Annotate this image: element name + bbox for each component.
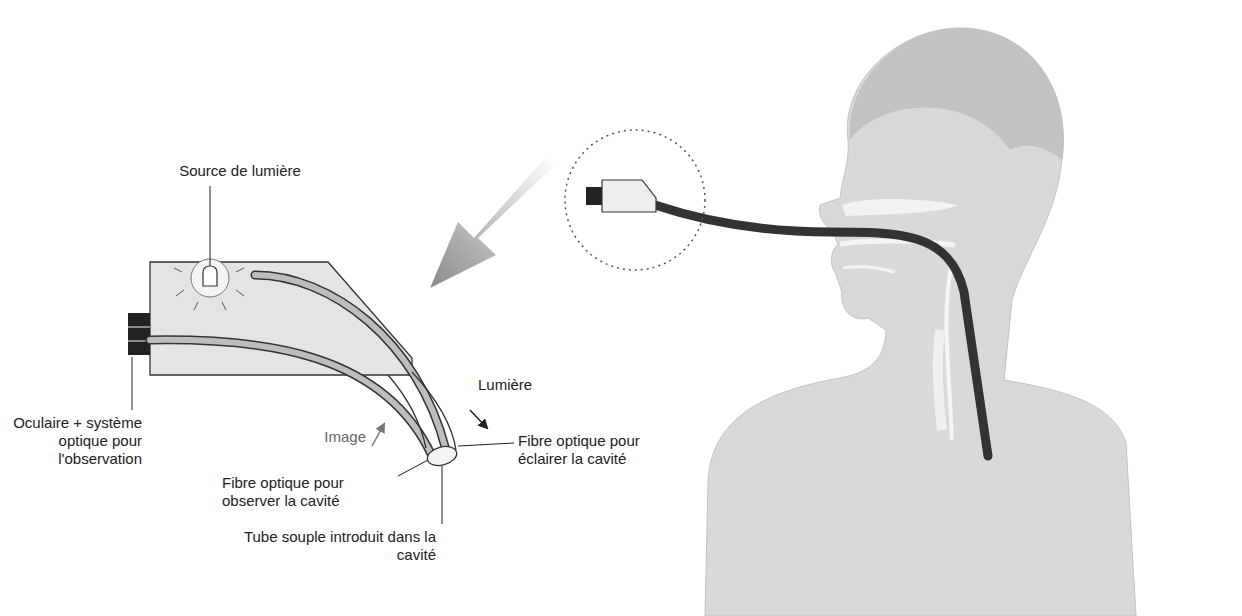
tube-tip bbox=[425, 443, 459, 468]
light-source bbox=[174, 259, 244, 310]
part-label: Source de lumière bbox=[150, 162, 330, 180]
zoom-arrow bbox=[430, 158, 555, 288]
image-arrow bbox=[372, 424, 384, 446]
part-label: Fibre optique pour éclairer la cavité bbox=[518, 432, 668, 468]
zoom-circle bbox=[565, 130, 705, 270]
leader-lines bbox=[132, 186, 514, 524]
eyepiece bbox=[128, 313, 150, 355]
part-label: Lumière bbox=[478, 376, 558, 394]
patient-silhouette bbox=[705, 28, 1136, 616]
part-label: Oculaire + système optique pour l'observ… bbox=[10, 414, 142, 468]
endoscope-head-small bbox=[586, 180, 656, 212]
part-label: Fibre optique pour observer la cavité bbox=[222, 474, 394, 510]
part-label: Image bbox=[300, 428, 366, 446]
endoscope-tube bbox=[655, 205, 988, 456]
optical-fibres bbox=[150, 275, 446, 456]
part-label: Tube souple introduit dans la cavité bbox=[236, 528, 436, 564]
light-arrow bbox=[470, 410, 487, 428]
